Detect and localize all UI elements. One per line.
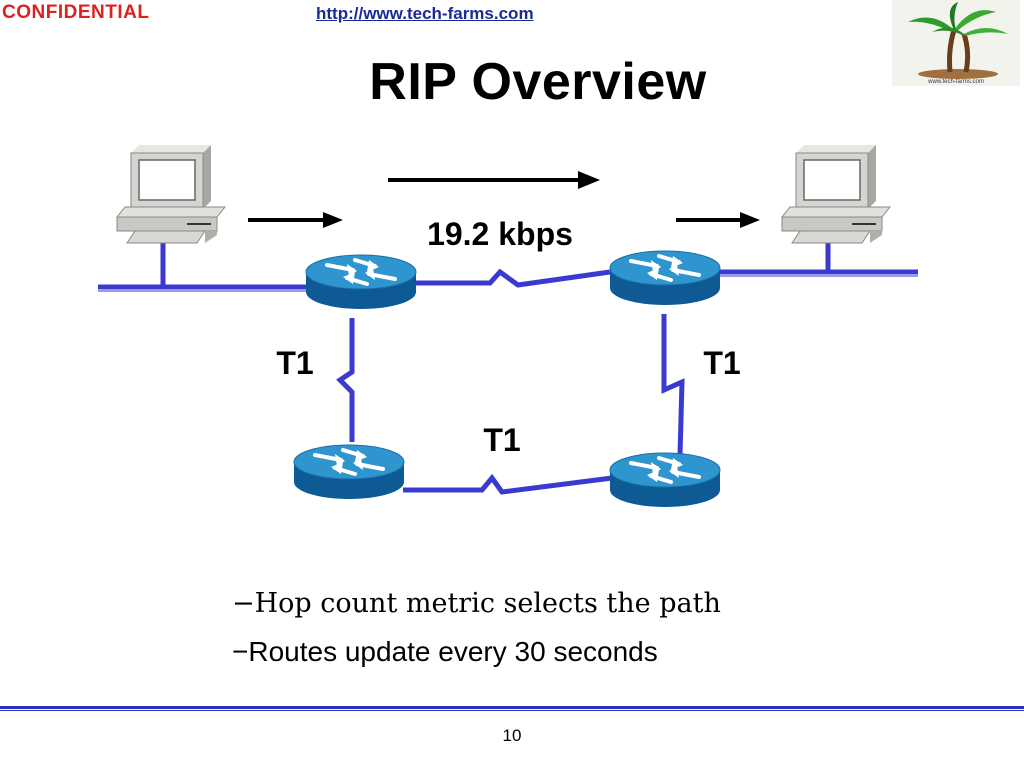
bullet-item: −Hop count metric selects the path xyxy=(232,588,721,619)
bullet-marker: − xyxy=(232,636,249,667)
link-t1-right xyxy=(661,314,685,456)
website-link[interactable]: http://www.tech-farms.com xyxy=(316,4,534,23)
label-t1-right: T1 xyxy=(703,345,740,381)
footer-divider xyxy=(0,706,1024,711)
router-top-right xyxy=(608,249,722,307)
host-left-computer xyxy=(116,144,226,244)
arrow-path-top xyxy=(388,171,600,189)
arrow-host-right xyxy=(676,212,760,228)
confidential-label: CONFIDENTIAL xyxy=(2,2,150,23)
bullet-marker: − xyxy=(232,588,255,619)
label-t1-left: T1 xyxy=(276,345,313,381)
router-top-left xyxy=(304,253,418,311)
slide-title: RIP Overview xyxy=(369,53,707,111)
link-t1-bottom xyxy=(403,473,613,495)
bullet-text: Routes update every 30 seconds xyxy=(248,636,658,667)
tech-farms-logo: www.tech-farms.com xyxy=(892,0,1020,86)
label-t1-bottom: T1 xyxy=(483,422,520,458)
link-t1-left xyxy=(336,318,355,442)
arrow-host-left xyxy=(248,212,343,228)
router-bottom-right xyxy=(608,451,722,509)
bullet-text: Hop count metric selects the path xyxy=(254,588,721,619)
logo-caption: www.tech-farms.com xyxy=(927,79,984,85)
page-number: 10 xyxy=(502,726,522,745)
label-19-2-kbps: 19.2 kbps xyxy=(427,216,573,252)
link-19-2-kbps xyxy=(414,268,611,288)
host-right-computer xyxy=(781,144,891,244)
bullet-item: −Routes update every 30 seconds xyxy=(232,636,658,668)
router-bottom-left xyxy=(292,443,406,501)
